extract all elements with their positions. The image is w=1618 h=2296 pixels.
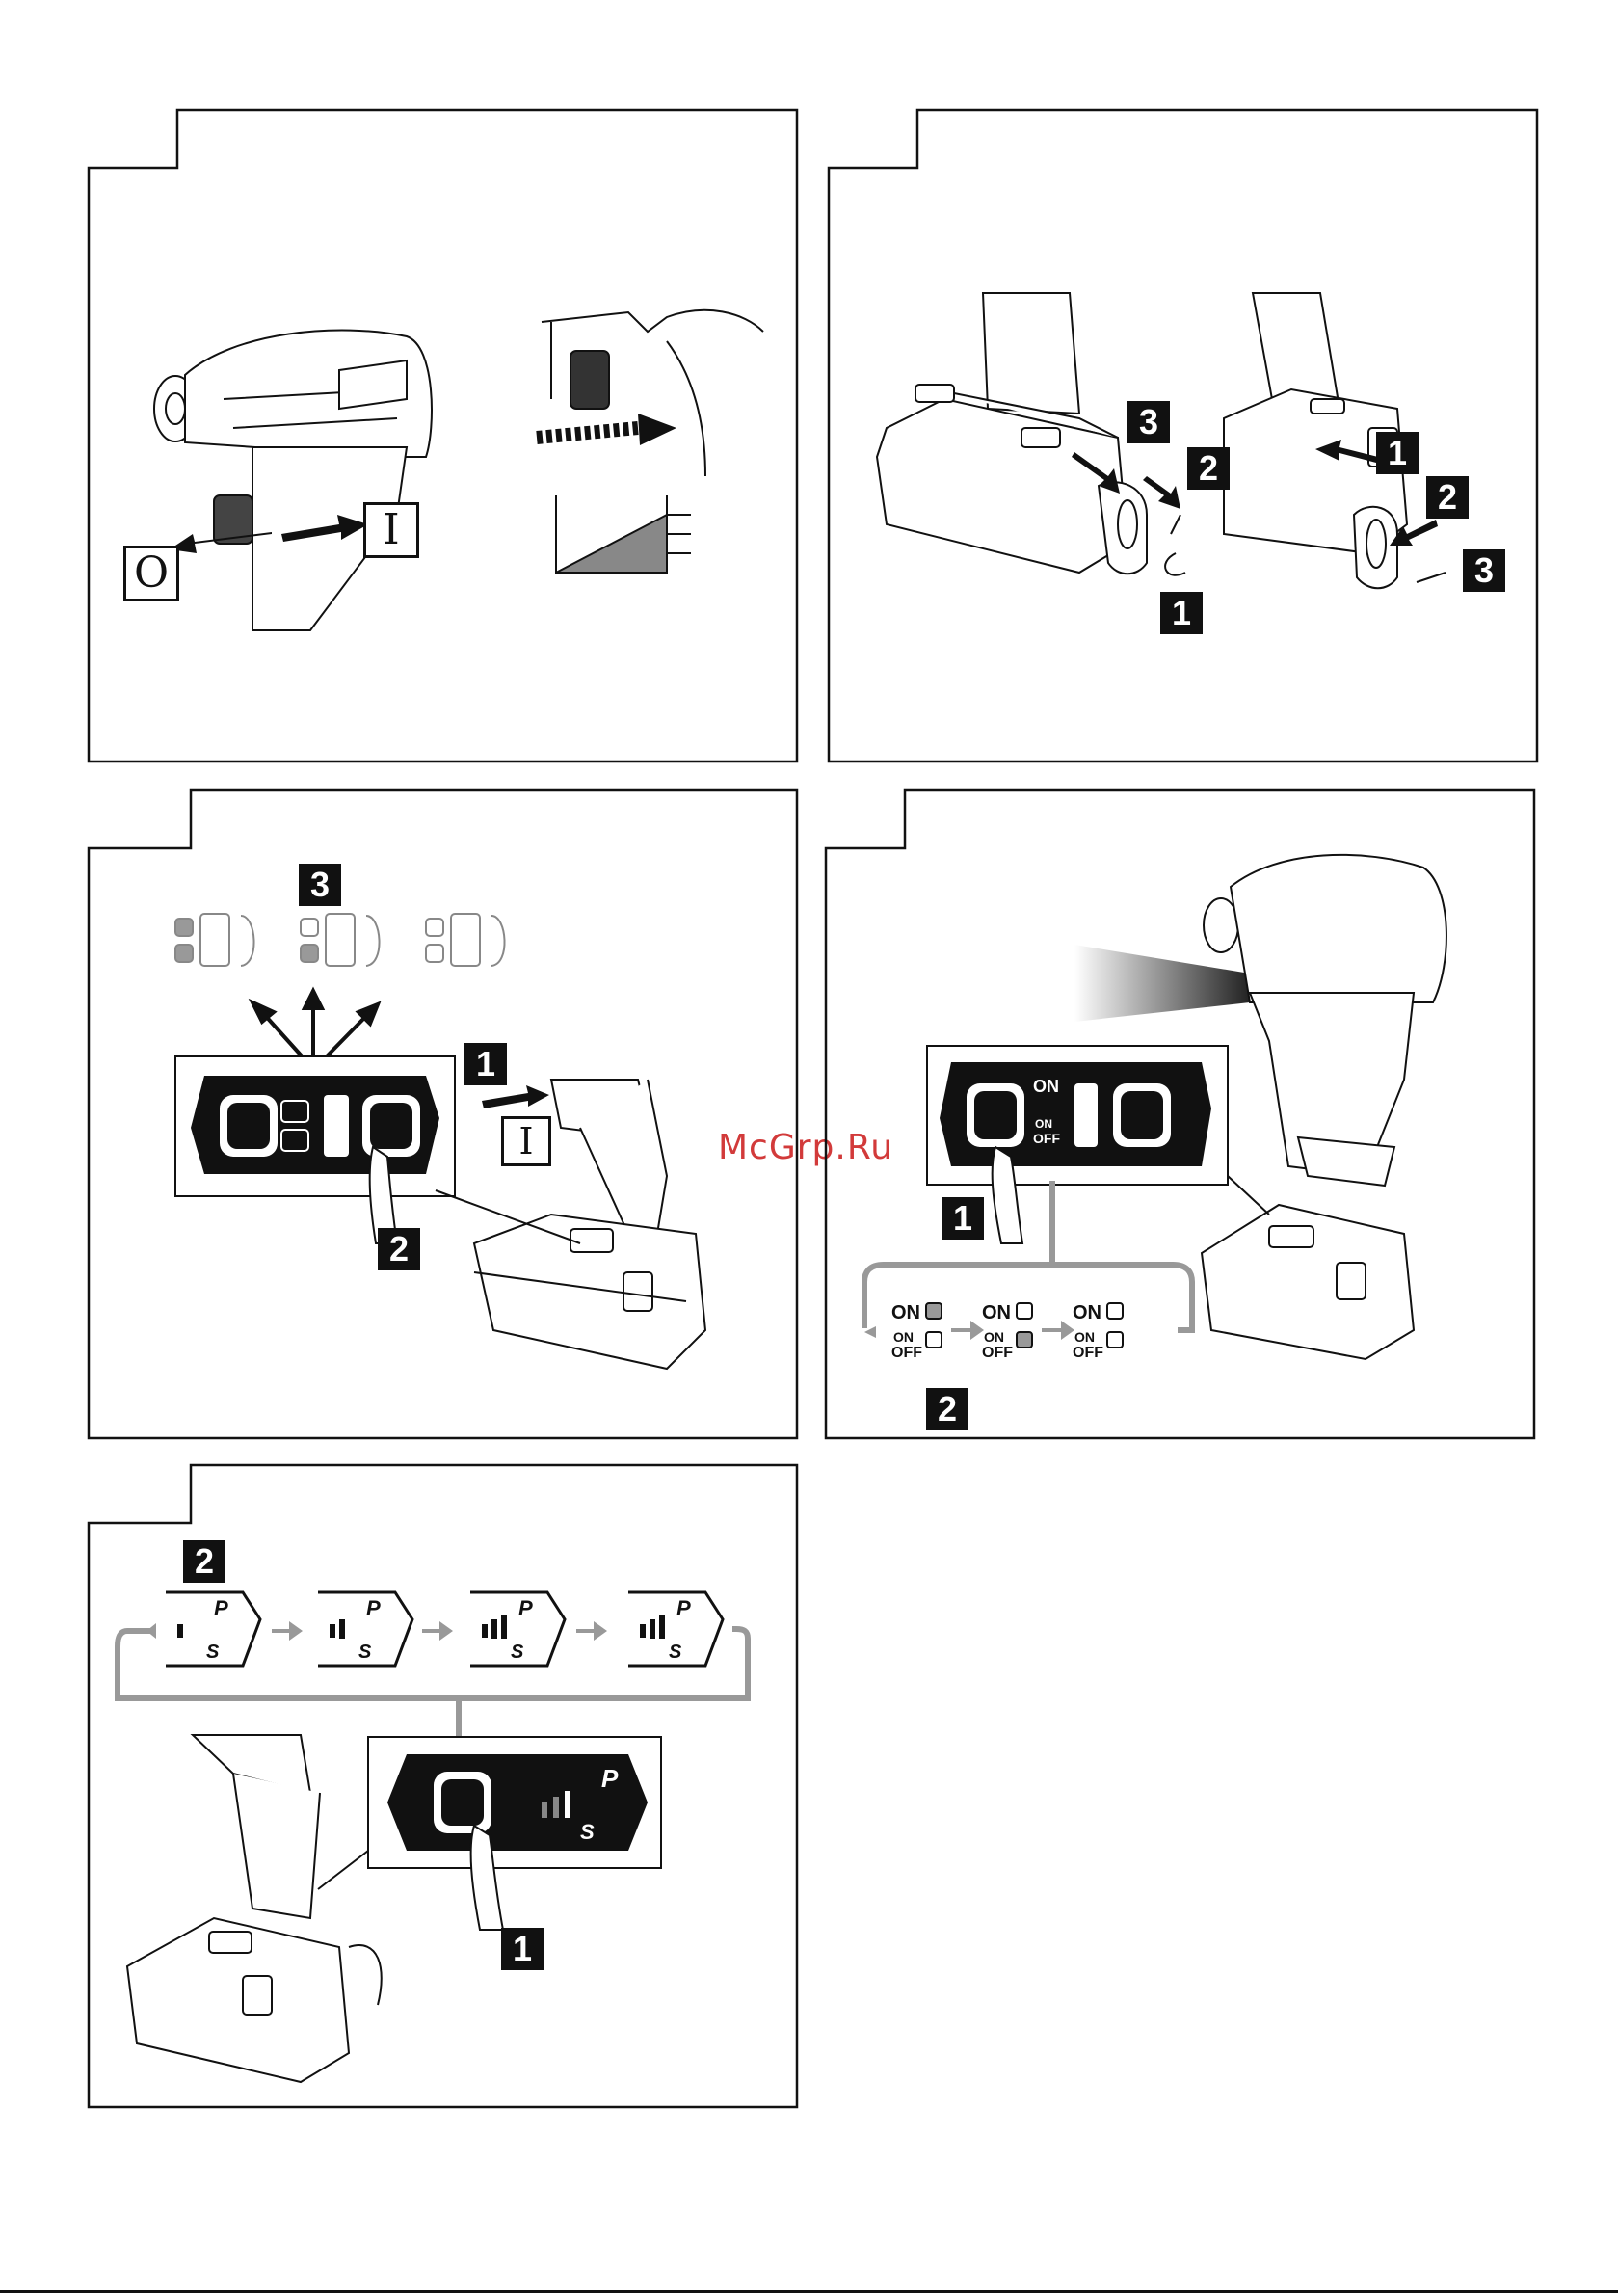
onoff-bottom-3: OFF	[1073, 1346, 1103, 1361]
option-arrows	[252, 991, 378, 1060]
figure-panel-light-button: 3 1 2 I	[89, 790, 797, 1438]
panel-frame	[829, 110, 1537, 761]
trigger-closeup	[542, 310, 763, 476]
onoff-top-2: ON	[984, 1330, 1004, 1344]
tag-s-4: S	[669, 1642, 681, 1662]
trigger-arrow	[482, 1085, 549, 1108]
leader-line	[318, 1851, 368, 1889]
step-badge-1-right: 1	[1376, 432, 1419, 474]
panel-frame	[89, 110, 797, 761]
press-arrow-head	[638, 414, 676, 445]
panel-on-label: ON	[1033, 1078, 1059, 1095]
tag-s-2: S	[358, 1642, 371, 1662]
impact-driver-illustration	[154, 330, 432, 630]
drill-battery-illustration	[127, 1735, 382, 2082]
step-badge-2-left: 2	[1187, 447, 1230, 490]
figure-panel-switch: O I	[89, 110, 797, 761]
onoff-bottom-1: OFF	[891, 1346, 922, 1361]
step-badge-2-right: 2	[1426, 476, 1469, 519]
tag-s-3: S	[511, 1642, 523, 1662]
panel-onoff-bottom: OFF	[1033, 1132, 1060, 1145]
tag-s-1: S	[206, 1642, 219, 1662]
tag-p-2: P	[366, 1598, 381, 1619]
figure-panel-hook: 3 2 1 1 2 3	[829, 110, 1537, 761]
step-badge-1: 1	[464, 1043, 507, 1085]
switch-on-label: I	[501, 1116, 551, 1166]
tag-p-1: P	[214, 1598, 228, 1619]
step-badge-1: 1	[501, 1928, 544, 1970]
tag-p-3: P	[518, 1598, 533, 1619]
page-bottom-rule	[0, 2290, 1618, 2293]
figure-panel-light-mode: ON ON OFF ON ON OFF ON ON OFF ON ON OFF …	[826, 790, 1534, 1438]
step-badge-2: 2	[183, 1540, 225, 1583]
speed-graph	[556, 495, 691, 573]
light-beam	[1074, 945, 1250, 1022]
on-label-3: ON	[1073, 1303, 1101, 1322]
leader-line	[1228, 1176, 1269, 1215]
panel-mode-s: S	[580, 1822, 595, 1843]
battery-illustration-left	[877, 293, 1127, 573]
step-badge-1: 1	[942, 1197, 984, 1240]
panel-frame	[89, 790, 797, 1438]
figure-panel-speed-mode: P S P S P S P S P S 2 1	[89, 1465, 797, 2107]
panel-mode-p: P	[601, 1766, 618, 1791]
on-label-2: ON	[982, 1303, 1011, 1322]
step-badge-3-left: 3	[1127, 401, 1170, 443]
impact-driver-illustration	[1202, 855, 1446, 1359]
step-badge-2: 2	[926, 1388, 968, 1430]
onoff-top-3: ON	[1074, 1330, 1095, 1344]
panel-onoff-top: ON	[1035, 1118, 1052, 1130]
onoff-top-1: ON	[893, 1330, 914, 1344]
switch-on-label: I	[363, 502, 419, 558]
press-arrow-dashed	[537, 428, 638, 438]
onoff-bottom-2: OFF	[982, 1346, 1013, 1361]
step-badge-3: 3	[299, 864, 341, 906]
panel-frame	[826, 790, 1534, 1438]
step-badge-3-right: 3	[1463, 549, 1505, 592]
led-state-options	[175, 914, 505, 966]
tag-p-4: P	[676, 1598, 691, 1619]
on-label-1: ON	[891, 1303, 920, 1322]
step-badge-1-left: 1	[1160, 592, 1203, 634]
step-badge-2: 2	[378, 1228, 420, 1270]
switch-off-label: O	[123, 546, 179, 601]
